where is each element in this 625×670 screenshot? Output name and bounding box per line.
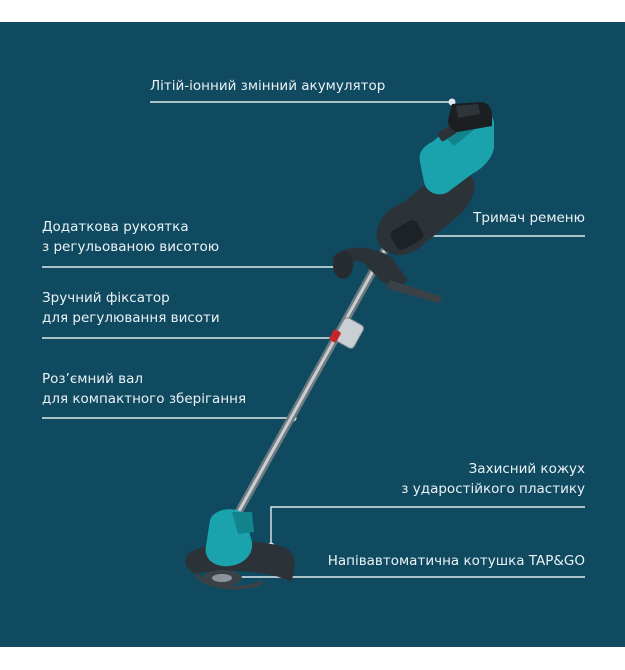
callout-height-lock-line2: для регулювання висоти [42, 310, 220, 326]
string-trimmer-illustration [42, 98, 585, 590]
leader-dot-battery [448, 98, 456, 106]
callout-spool: Напівавтоматична котушка TAP&GO [328, 551, 585, 571]
callout-shaft-line1: Роз’ємний вал [42, 371, 143, 387]
callout-guard: Захисний кожух з ударостійкого пластику [401, 459, 585, 499]
callout-aux-handle: Додаткова рукоятка з регульованою висото… [42, 217, 219, 257]
product-infographic-panel: Літій-іонний змінний акумулятор Додатков… [0, 22, 625, 647]
callout-shaft: Роз’ємний вал для компактного зберігання [42, 369, 246, 409]
callout-shaft-line2: для компактного зберігання [42, 391, 247, 407]
callout-battery: Літій-іонний змінний акумулятор [150, 76, 385, 96]
callout-height-lock: Зручний фіксатор для регулювання висоти [42, 288, 220, 328]
callout-guard-line1: Захисний кожух [468, 461, 585, 477]
trimmer-head [185, 509, 295, 590]
callout-battery-line1: Літій-іонний змінний акумулятор [150, 78, 386, 94]
callout-strap-holder-line1: Тримач ременю [473, 210, 585, 226]
callout-aux-handle-line2: з регульованою висотою [42, 239, 220, 255]
callout-guard-line2: з ударостійкого пластику [401, 481, 585, 497]
leader-lines [42, 98, 585, 581]
callout-spool-line1: Напівавтоматична котушка TAP&GO [327, 553, 585, 569]
battery-pack [448, 102, 492, 132]
leader-line-guard [270, 506, 585, 546]
callout-strap-holder: Тримач ременю [473, 208, 585, 228]
callout-height-lock-line1: Зручний фіксатор [42, 290, 170, 306]
shaft-highlight [232, 233, 395, 522]
callout-aux-handle-line1: Додаткова рукоятка [42, 219, 189, 235]
main-housing [376, 108, 494, 255]
auxiliary-handle [332, 247, 442, 303]
height-lock-clamp [329, 317, 364, 349]
